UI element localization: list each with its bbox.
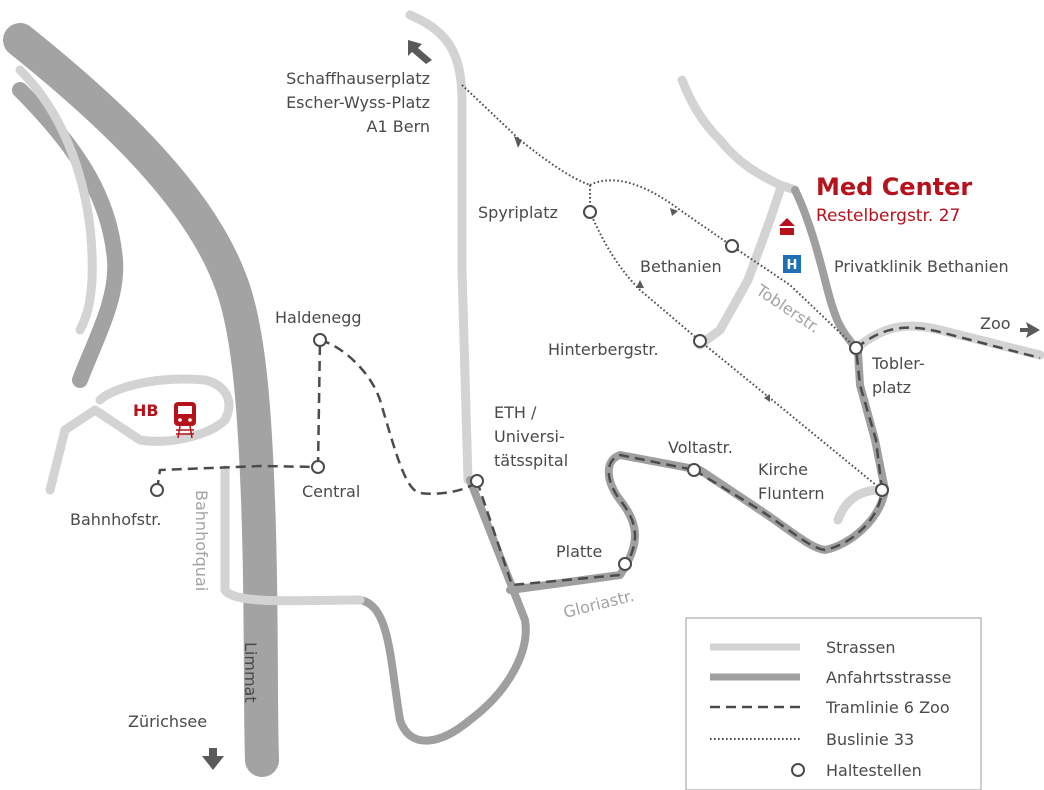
legend-label-access: Anfahrtsstrasse [826,668,951,687]
direction-northwest-1: Schaffhauserplatz [286,69,430,88]
stop-marker-bahnhofstr [150,483,164,497]
direction-arrow-northwest-icon [408,40,432,64]
stop-marker-eth [470,474,484,488]
stop-label-voltastr: Voltastr. [668,438,733,457]
med-center-marker-icon [779,218,795,235]
stop-marker-haldenegg [313,333,327,347]
direction-arrow-lake-icon [202,748,224,770]
street-label-gloriastr: Gloriastr. [561,586,636,622]
stop-label-haldenegg: Haldenegg [275,308,362,327]
train-station-icon [174,402,196,439]
legend-label-tram: Tramlinie 6 Zoo [825,698,950,717]
street-label-bahnhofquai: Bahnhofquai [192,490,211,591]
hospital-badge-text: H [787,258,798,273]
street-label-toblerstr: Toblerstr. [752,280,824,337]
stop-label-central: Central [302,482,360,501]
stop-label-hinterbergstr: Hinterbergstr. [548,340,659,359]
stop-label-kirche-fluntern-2: Fluntern [758,484,824,503]
stop-marker-spyriplatz [583,205,597,219]
stop-label-eth-3: tätsspital [494,451,568,470]
stop-marker-kirche-fluntern [875,483,889,497]
stop-marker-bethanien [725,239,739,253]
direction-northwest-2: Escher-Wyss-Platz [286,93,430,112]
stop-marker-central [311,460,325,474]
legend-symbol-stop [791,763,805,777]
direction-zoo: Zoo [980,314,1011,333]
stop-label-eth-1: ETH / [494,403,537,422]
hospital-icon: H [783,255,801,273]
bus-direction-arrows [514,136,770,402]
streets [15,10,1044,525]
stops [150,205,889,571]
destination-title: Med Center [816,173,972,201]
stop-label-toblerplatz-2: platz [872,378,911,397]
legend-label-street: Strassen [826,638,895,657]
direction-arrow-zoo-icon [1020,322,1040,338]
stop-marker-voltastr [687,463,701,477]
stop-label-platte: Platte [556,542,602,561]
stop-label-kirche-fluntern-1: Kirche [758,460,808,479]
stop-marker-platte [618,557,632,571]
stop-label-bethanien: Bethanien [640,257,722,276]
stop-label-eth-2: Universi- [494,427,565,446]
legend-label-stop: Haltestellen [826,761,922,780]
street-label-limmat: Limmat [241,642,260,703]
stop-marker-toblerplatz [849,341,863,355]
direction-lake: Zürichsee [128,712,207,731]
direction-northwest-3: A1 Bern [367,117,430,136]
stop-label-bahnhofstr: Bahnhofstr. [70,510,161,529]
station-label: HB [133,401,159,420]
hospital-name: Privatklinik Bethanien [834,257,1009,276]
destination-address: Restelbergstr. 27 [816,206,960,226]
stop-label-spyriplatz: Spyriplatz [478,203,558,222]
legend-label-bus: Buslinie 33 [826,730,914,749]
stop-marker-hinterbergstr [693,334,707,348]
stop-label-toblerplatz-1: Tobler- [871,354,925,373]
legend: Strassen Anfahrtsstrasse Tramlinie 6 Zoo… [685,617,982,790]
